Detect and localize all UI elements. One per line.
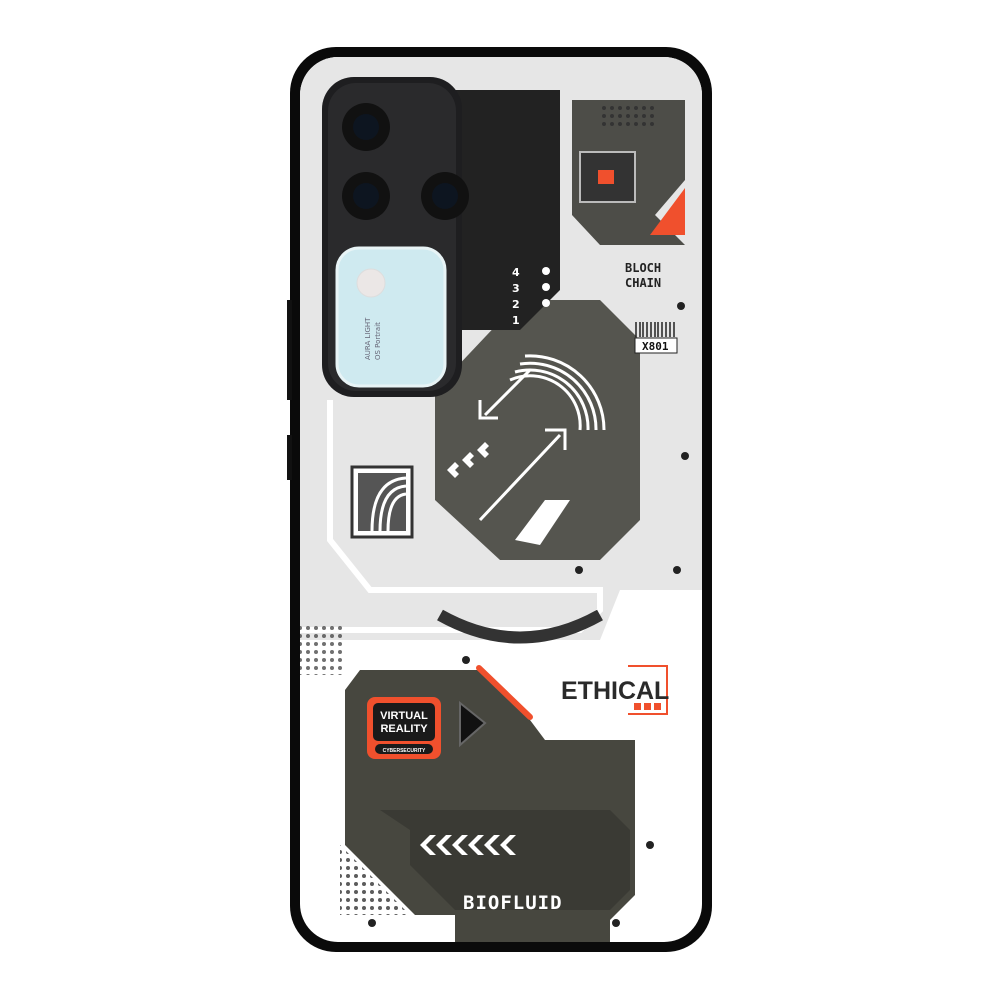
vr-line1: VIRTUAL: [380, 710, 428, 722]
stripe-panel: [455, 90, 560, 330]
camera-lens: [342, 172, 390, 220]
side-button: [287, 435, 292, 480]
vr-line2: REALITY: [380, 723, 428, 735]
play-triangle-icon: [459, 700, 487, 748]
counter-2: 2: [512, 298, 520, 311]
chevrons-icon: [447, 442, 489, 478]
ethical-frame: [628, 665, 668, 715]
flash-icon: [356, 268, 386, 298]
accent-bar: [476, 665, 533, 720]
counter-scale: 4 3 2 1: [512, 266, 550, 327]
speaker-grille: [600, 105, 655, 127]
aura-light-window: [335, 246, 447, 388]
lower-ring: [437, 609, 603, 644]
camera-lens: [421, 172, 469, 220]
camera-lens: [342, 103, 390, 151]
ethical-bars-icon: [634, 703, 661, 710]
vr-sub: CYBERSECURITY: [383, 748, 426, 754]
ethical-label: ETHICAL: [561, 677, 669, 705]
camera-label-line1: AURA LIGHT: [364, 317, 372, 360]
block-chain-line1: BLOCH: [625, 261, 661, 275]
perforated-area: [300, 625, 345, 675]
counter-1: 1: [512, 314, 520, 327]
side-button: [287, 300, 292, 400]
ring-stripes-icon: [370, 476, 407, 532]
arrow-up-icon: [478, 428, 567, 522]
counter-4: 4: [512, 266, 520, 279]
block-chain-line2: CHAIN: [625, 276, 661, 290]
dark-center-panel: [435, 300, 640, 560]
counter-3: 3: [512, 282, 520, 295]
chevrons-left-icon: [420, 835, 516, 855]
screw-holes: [368, 302, 689, 927]
accent-triangle: [650, 188, 685, 235]
barcode-code: X801: [642, 340, 669, 353]
perforated-area: [340, 845, 410, 915]
arrow-down-icon: [478, 368, 532, 420]
barcode-icon: [635, 322, 675, 337]
white-block: [515, 500, 570, 545]
camera-label-line2: OS Portrait: [374, 322, 382, 360]
biofluid-label: BIOFLUID: [463, 892, 563, 914]
